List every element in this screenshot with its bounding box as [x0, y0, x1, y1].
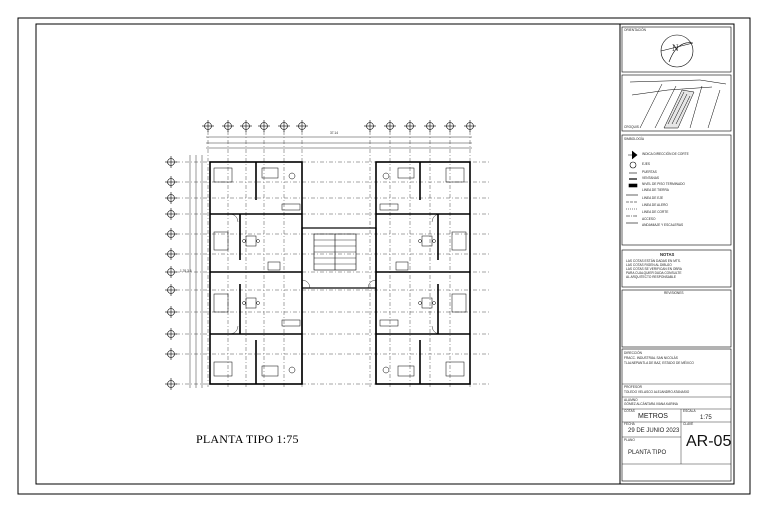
overall-dimension: 37.14 — [330, 131, 338, 135]
north-arrow-icon — [660, 34, 694, 68]
legend-item: LINEA DE CORTE — [642, 210, 669, 214]
note-item: AL ARQUITECTO RESPONSABLE — [626, 275, 676, 279]
units-label: COTAS — [624, 409, 635, 413]
student-value: GÓMEZ ALCÁNTARA IVANA KARINA — [624, 402, 678, 406]
title-block-frame — [619, 23, 735, 485]
north-letter: N — [672, 43, 679, 53]
location-map — [629, 79, 727, 129]
legend-item: INDICA DIRECCIÓN DE CORTE — [642, 152, 689, 156]
location-label: CROQUIS — [624, 125, 639, 129]
student-label: ALUMNO — [624, 398, 638, 402]
professor-label: PROFESOR — [624, 385, 642, 389]
note-item: PARA CUALQUIER DUDA CONSULTE — [626, 271, 682, 275]
legend-item: LINEA DE EJE — [642, 196, 664, 200]
symbology-label: SIMBOLOGÍA — [624, 137, 645, 141]
orientation-label: ORIENTACIÓN — [624, 28, 646, 32]
revisions-label: REVISIONES — [664, 291, 684, 295]
sheet-label: PLANO — [624, 438, 635, 442]
key-value: AR-05 — [686, 433, 732, 450]
left-axis-markers — [165, 156, 177, 390]
legend-icons — [626, 150, 638, 224]
legend-item: ACCESO — [642, 217, 656, 221]
legend-item: PUERTAS — [642, 170, 657, 174]
direction-value: FRACC. INDUSTRIAL SAN NICOLÁS — [624, 356, 678, 360]
scale-value: 1:75 — [700, 415, 712, 421]
legend-item: NIVEL DE PISO TERMINADO — [642, 182, 685, 186]
inner-frame — [35, 23, 621, 485]
notes-title: NOTAS — [660, 252, 675, 257]
left-wing — [209, 161, 303, 385]
professor-value: TOLEDO VELASCO ALEJANDRO ATANASIO — [624, 390, 690, 394]
legend-item: LINEA DE TIERRA — [642, 188, 669, 192]
note-item: LAS COTAS RIGEN AL DIBUJO — [626, 263, 672, 267]
furniture — [213, 167, 467, 377]
key-label: CLAVE — [683, 422, 694, 426]
top-axis-markers — [202, 120, 476, 132]
scale-label: ESCALA — [683, 409, 696, 413]
legend-item: ANDAMIAJE Y ESCALERAS — [642, 223, 684, 227]
note-item: LAS COTAS SE VERIFICAN EN OBRA — [626, 267, 682, 271]
outer-frame — [17, 17, 751, 495]
sheet-value: PLANTA TIPO — [628, 450, 667, 456]
units-value: METROS — [638, 413, 668, 420]
central-core — [301, 227, 377, 384]
note-item: LAS COTAS ESTÁN DADAS EN MTS. — [626, 259, 681, 263]
date-value: 29 DE JUNIO 2023 — [628, 428, 680, 434]
direction-label: DIRECCIÓN — [624, 351, 642, 355]
left-dimension: 1.76 3.6 — [180, 269, 192, 273]
legend-item: VENTANAS — [642, 176, 659, 180]
floor-plan — [165, 120, 490, 390]
direction-value-2: TLALNEPANTLA DE BAZ, ESTADO DE MÉXICO — [624, 361, 694, 365]
date-label: FECHA — [624, 422, 635, 426]
legend-item: LINEA DE ALERO — [642, 203, 668, 207]
plan-title: PLANTA TIPO 1:75 — [196, 432, 299, 446]
legend-item: EJES — [642, 162, 650, 166]
